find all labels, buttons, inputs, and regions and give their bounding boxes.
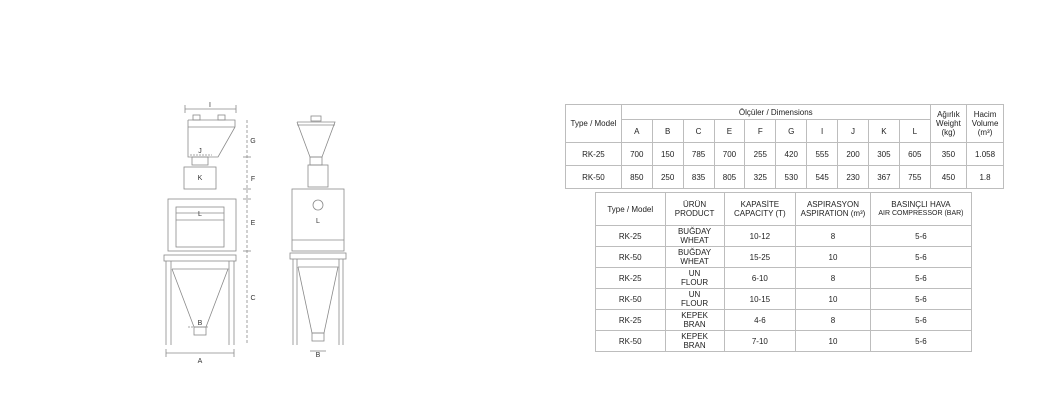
dim-label-f: F xyxy=(251,176,255,183)
aspiration-cell: 10 xyxy=(795,246,871,268)
value-cell: 835 xyxy=(682,165,715,189)
volume-header: Hacim Volume (m³) xyxy=(966,104,1004,143)
model-cell: RK-25 xyxy=(595,309,666,331)
dim-label-b-front: B xyxy=(198,320,203,327)
column-header: A xyxy=(620,119,653,143)
aspiration-cell: 10 xyxy=(795,330,871,352)
dim-label-a: A xyxy=(198,358,203,365)
column-header: C xyxy=(682,119,715,143)
air-cell: 5-6 xyxy=(869,309,973,331)
model-cell: RK-25 xyxy=(595,267,666,289)
column-header: G xyxy=(775,119,808,143)
dim-label-e: E xyxy=(251,220,256,227)
product-header: ÜRÜN PRODUCT xyxy=(664,192,725,226)
table-row: RK-50 850 250 835 805 325 530 545 230 36… xyxy=(565,165,1004,189)
capacity-header: KAPASİTE CAPACITY (T) xyxy=(723,192,797,226)
value-cell: 700 xyxy=(713,142,746,166)
column-header: J xyxy=(837,119,869,143)
value-cell: 250 xyxy=(651,165,684,189)
dim-label-b-side: B xyxy=(316,352,321,359)
air-cell: 5-6 xyxy=(869,330,973,352)
volume-cell: 1.058 xyxy=(966,142,1004,166)
value-cell: 420 xyxy=(775,142,808,166)
dim-label-j: J xyxy=(198,148,202,155)
dim-label-l-front: L xyxy=(198,211,202,218)
type-model-header: Type / Model xyxy=(565,104,622,143)
value-cell: 305 xyxy=(867,142,900,166)
column-header: B xyxy=(651,119,684,143)
value-cell: 530 xyxy=(775,165,808,189)
value-cell: 150 xyxy=(651,142,684,166)
capacity-cell: 6-10 xyxy=(723,267,797,289)
value-cell: 700 xyxy=(620,142,653,166)
dim-label-c: C xyxy=(250,295,255,302)
capacity-cell: 10-12 xyxy=(723,225,797,247)
aspiration-cell: 8 xyxy=(795,309,871,331)
table-row: RK-25 700 150 785 700 255 420 555 200 30… xyxy=(565,142,1004,166)
dim-label-k: K xyxy=(198,175,203,182)
machine-drawing-svg: I G J K F L E C B A L B xyxy=(163,102,347,365)
model-cell: RK-25 xyxy=(595,225,666,247)
weight-cell: 450 xyxy=(929,165,968,189)
dimensions-table: Type / Model Ölçüler / Dimensions Ağırlı… xyxy=(565,104,1004,189)
capacity-cell: 15-25 xyxy=(723,246,797,268)
capacity-cell: 7-10 xyxy=(723,330,797,352)
model-cell: RK-50 xyxy=(595,330,666,352)
air-cell: 5-6 xyxy=(869,288,973,310)
column-header: K xyxy=(867,119,900,143)
value-cell: 785 xyxy=(682,142,715,166)
aspiration-header: ASPIRASYON ASPIRATION (m³) xyxy=(795,192,871,226)
model-cell: RK-50 xyxy=(595,246,666,268)
column-header: I xyxy=(806,119,839,143)
capacity-cell: 10-15 xyxy=(723,288,797,310)
technical-drawing: I G J K F L E C B A L B xyxy=(150,95,370,370)
value-cell: 230 xyxy=(837,165,869,189)
weight-cell: 350 xyxy=(929,142,968,166)
aspiration-cell: 10 xyxy=(795,288,871,310)
value-cell: 200 xyxy=(837,142,869,166)
value-cell: 555 xyxy=(806,142,839,166)
value-cell: 605 xyxy=(898,142,931,166)
column-header: E xyxy=(713,119,746,143)
model-cell: RK-50 xyxy=(595,288,666,310)
value-cell: 805 xyxy=(713,165,746,189)
capacity-cell: 4-6 xyxy=(723,309,797,331)
model-cell: RK-25 xyxy=(565,142,622,166)
air-cell: 5-6 xyxy=(869,225,973,247)
value-cell: 255 xyxy=(744,142,777,166)
type-model-header: Type / Model xyxy=(595,192,666,226)
air-compressor-header: BASINÇLI HAVA AIR COMPRESSOR (BAR) xyxy=(869,192,973,226)
column-header: L xyxy=(898,119,931,143)
aspiration-cell: 8 xyxy=(795,267,871,289)
value-cell: 325 xyxy=(744,165,777,189)
dim-label-g: G xyxy=(250,138,255,145)
dim-label-l-side: L xyxy=(316,218,320,225)
air-cell: 5-6 xyxy=(869,246,973,268)
volume-cell: 1.8 xyxy=(966,165,1004,189)
column-header: F xyxy=(744,119,777,143)
weight-header: Ağırlık Weight (kg) xyxy=(929,104,968,143)
aspiration-cell: 8 xyxy=(795,225,871,247)
value-cell: 850 xyxy=(620,165,653,189)
model-cell: RK-50 xyxy=(565,165,622,189)
value-cell: 755 xyxy=(898,165,931,189)
value-cell: 545 xyxy=(806,165,839,189)
dim-label-i: I xyxy=(209,102,211,109)
air-cell: 5-6 xyxy=(869,267,973,289)
dimensions-merged-header: Ölçüler / Dimensions xyxy=(620,104,931,120)
capacity-table: Type / Model ÜRÜN PRODUCT KAPASİTE CAPAC… xyxy=(595,192,973,352)
value-cell: 367 xyxy=(867,165,900,189)
